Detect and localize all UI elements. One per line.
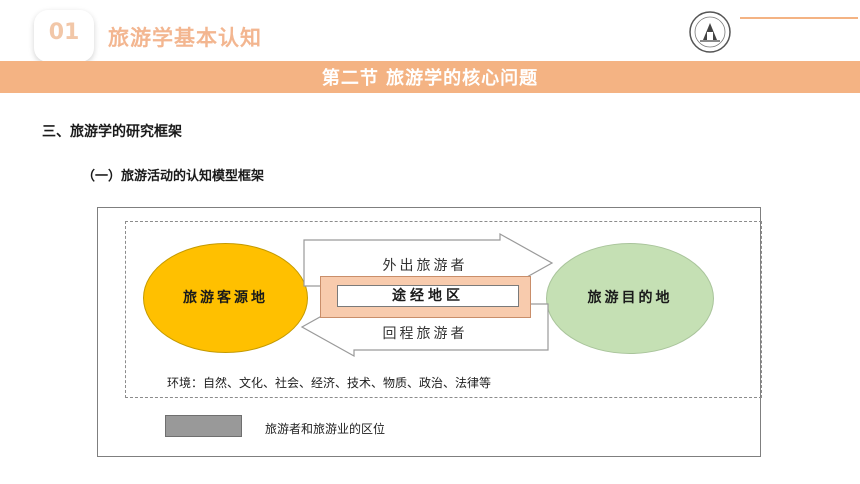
university-seal-icon [689, 11, 731, 53]
heading-cognitive-model: （一）旅游活动的认知模型框架 [82, 169, 265, 184]
chapter-title: 旅游学基本认知 [108, 26, 262, 50]
heading-research-framework: 三、旅游学的研究框架 [42, 124, 182, 140]
diagram-frame [97, 207, 761, 457]
legend-swatch [165, 415, 242, 437]
origin-region-label: 旅游客源地 [183, 290, 268, 306]
outbound-travelers-label: 外出旅游者 [382, 258, 468, 274]
return-travelers-label: 回程旅游者 [382, 326, 468, 342]
chapter-number: 01 [48, 20, 80, 45]
header-divider [740, 17, 858, 19]
section-banner [0, 61, 860, 93]
transit-region-label: 途经地区 [337, 285, 519, 307]
destination-region-label: 旅游目的地 [587, 290, 673, 306]
destination-region-ellipse [546, 243, 714, 354]
environment-boundary [125, 221, 762, 398]
origin-region-ellipse [143, 243, 308, 353]
section-banner-title: 第二节 旅游学的核心问题 [321, 68, 539, 89]
chapter-number-badge [34, 10, 94, 62]
environment-label: 环境：自然、文化、社会、经济、技术、物质、政治、法律等 [167, 376, 492, 390]
legend-label: 旅游者和旅游业的区位 [265, 422, 386, 436]
